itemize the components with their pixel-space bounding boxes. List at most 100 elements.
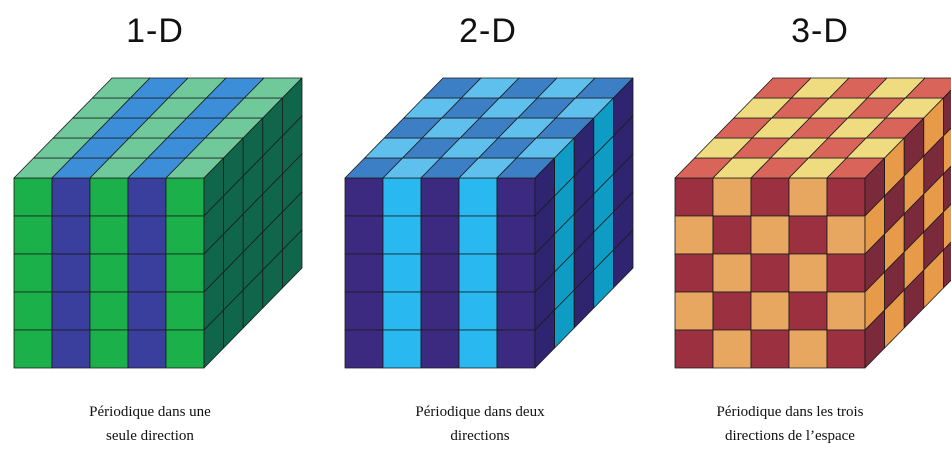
front-cell	[51, 329, 91, 369]
front-cell	[51, 291, 91, 331]
front-cell	[382, 329, 422, 369]
side-cell	[943, 165, 951, 213]
front-cell	[674, 215, 714, 255]
caption-1d: Périodique dans une seule direction	[20, 400, 280, 448]
front-cell	[13, 177, 53, 217]
front-cell	[750, 215, 790, 255]
front-cell	[51, 253, 91, 293]
front-cell	[750, 177, 790, 217]
front-cell	[788, 215, 828, 255]
front-cell	[712, 215, 752, 255]
side-cell	[281, 229, 303, 289]
front-cell	[750, 329, 790, 369]
front-cell	[344, 177, 384, 217]
front-cell	[420, 177, 460, 217]
front-cell	[13, 253, 53, 293]
front-cell	[344, 291, 384, 331]
title-1d: 1-D	[126, 12, 184, 50]
front-cell	[382, 177, 422, 217]
front-cell	[674, 291, 714, 331]
front-cell	[127, 215, 167, 255]
front-cell	[13, 215, 53, 255]
front-cell	[712, 291, 752, 331]
front-cell	[496, 329, 536, 369]
front-cell	[165, 177, 205, 217]
front-cell	[458, 253, 498, 293]
front-cell	[13, 291, 53, 331]
front-cell	[89, 253, 129, 293]
caption-2d: Périodique dans deux directions	[350, 400, 610, 448]
side-cell	[943, 241, 951, 289]
front-cell	[458, 291, 498, 331]
caption-3d: Périodique dans les trois directions de …	[660, 400, 920, 448]
front-cell	[712, 329, 752, 369]
front-cell	[127, 253, 167, 293]
front-cell	[750, 291, 790, 331]
front-cell	[496, 177, 536, 217]
title-3d: 3-D	[791, 12, 849, 50]
front-cell	[712, 177, 752, 217]
caption-1d-line1: Périodique dans une	[89, 404, 211, 420]
front-cell	[458, 215, 498, 255]
front-cell	[458, 177, 498, 217]
front-cell	[89, 215, 129, 255]
front-cell	[496, 215, 536, 255]
front-cell	[382, 215, 422, 255]
caption-3d-line1: Périodique dans les trois	[716, 404, 864, 420]
front-cell	[496, 291, 536, 331]
title-2d: 2-D	[459, 12, 517, 50]
front-cell	[127, 177, 167, 217]
side-cell	[943, 127, 951, 175]
front-cell	[89, 291, 129, 331]
front-cell	[51, 215, 91, 255]
side-cell	[943, 89, 951, 137]
front-cell	[165, 329, 205, 369]
front-cell	[420, 253, 460, 293]
front-cell	[826, 215, 866, 255]
front-cell	[89, 177, 129, 217]
top-cell	[905, 77, 951, 99]
front-cell	[420, 291, 460, 331]
front-cell	[750, 253, 790, 293]
front-cell	[344, 215, 384, 255]
front-cell	[674, 329, 714, 369]
front-cell	[674, 177, 714, 217]
front-cell	[420, 329, 460, 369]
front-cell	[788, 291, 828, 331]
cube-3d	[674, 77, 951, 369]
front-cell	[826, 329, 866, 369]
front-cell	[420, 215, 460, 255]
front-cell	[826, 177, 866, 217]
front-cell	[127, 291, 167, 331]
caption-1d-line2: seule direction	[106, 428, 194, 444]
caption-2d-line2: directions	[450, 428, 510, 444]
front-cell	[496, 253, 536, 293]
front-cell	[712, 253, 752, 293]
front-cell	[165, 291, 205, 331]
front-cell	[165, 253, 205, 293]
front-cell	[382, 291, 422, 331]
cube-2d	[344, 77, 634, 369]
front-cell	[13, 329, 53, 369]
front-cell	[382, 253, 422, 293]
front-cell	[344, 253, 384, 293]
front-cell	[458, 329, 498, 369]
front-cell	[51, 177, 91, 217]
cube-1d	[13, 77, 303, 369]
side-cell	[943, 203, 951, 251]
side-cell	[613, 229, 634, 289]
caption-3d-line2: directions de l’espace	[725, 428, 855, 444]
front-cell	[788, 253, 828, 293]
front-cell	[826, 291, 866, 331]
front-cell	[788, 177, 828, 217]
front-cell	[344, 329, 384, 369]
front-cell	[127, 329, 167, 369]
front-cell	[826, 253, 866, 293]
front-cell	[89, 329, 129, 369]
front-cell	[165, 215, 205, 255]
front-cell	[788, 329, 828, 369]
caption-2d-line1: Périodique dans deux	[415, 404, 545, 420]
front-cell	[674, 253, 714, 293]
